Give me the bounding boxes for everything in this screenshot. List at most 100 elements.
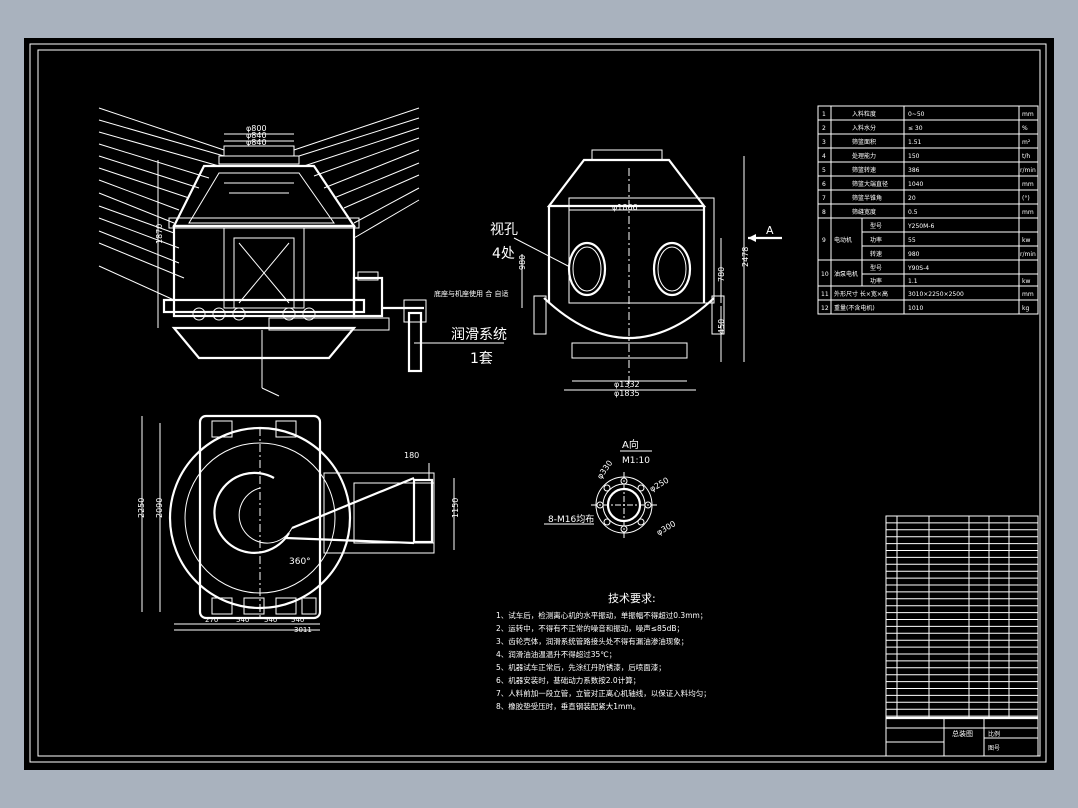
param-name: 入料水分: [852, 124, 876, 132]
view-hole-label: 视孔: [490, 222, 518, 238]
side-arrow-label: A: [766, 224, 774, 237]
side-view: [513, 149, 782, 391]
top-dim-ang: 360°: [289, 557, 311, 567]
param-unit: %: [1022, 125, 1028, 132]
drawing-border-outer: [29, 43, 1047, 763]
param-no: 7: [822, 195, 826, 202]
view-hole-count: 4处: [492, 246, 515, 262]
title-block: [886, 716, 1038, 756]
param-no: 9: [822, 237, 826, 244]
param-sub-val: 55: [908, 237, 916, 244]
front-dim-height: 1870: [155, 224, 164, 244]
param-unit: mm: [1022, 181, 1034, 188]
param-unit: mm: [1022, 111, 1034, 118]
param-sub-unit: kw: [1022, 278, 1030, 285]
param-no: 2: [822, 125, 826, 132]
param-name: 筛篮面积: [852, 138, 876, 146]
tech-req-item-1: 1、试车后，检测离心机的水平振动，单振幅不得超过0.3mm；: [496, 610, 707, 620]
param-sub-key: 型号: [870, 222, 882, 230]
drawing-border-inner: [37, 49, 1041, 757]
param-name: 筛篮大端直径: [852, 180, 888, 188]
side-dim-d2: φ1332: [614, 380, 640, 389]
tech-req-item-4: 4、润滑油油温温升不得超过35℃；: [496, 649, 616, 659]
top-view: [141, 414, 455, 631]
front-dim-top3: φ840: [246, 138, 267, 147]
top-dim-w4: 1150: [451, 498, 460, 518]
param-no: 5: [822, 167, 826, 174]
title-block-label3: 图号: [988, 745, 1000, 752]
param-unit: m²: [1022, 139, 1031, 146]
param-val: 1010: [908, 305, 923, 312]
param-val: 1.51: [908, 139, 922, 146]
param-no: 8: [822, 209, 826, 216]
top-dim-b5: 3011: [294, 626, 312, 634]
param-sub-key: 转速: [870, 250, 882, 258]
drawing-canvas[interactable]: φ800 φ840 φ840 1870 底座与机座使用 合 自适 润滑系统 1套…: [24, 38, 1054, 770]
param-table: [817, 105, 1039, 315]
param-unit: mm: [1022, 209, 1034, 216]
param-sub-key: 功率: [870, 277, 882, 285]
tech-req-item-7: 7、人料前加一段立管，立管对正离心机轴线，以保证入料均匀；: [496, 688, 711, 698]
param-no: 11: [821, 291, 829, 298]
top-dim-w3: 180: [404, 451, 419, 460]
param-unit: t/h: [1022, 153, 1030, 160]
param-val: 386: [908, 167, 920, 174]
param-sub-key: 功率: [870, 236, 882, 244]
detail-a-view: [544, 450, 657, 538]
detail-a-dim-d3: φ300: [655, 519, 677, 537]
side-dim-h2: 780: [717, 267, 726, 282]
param-unit: kg: [1022, 305, 1029, 312]
param-val: 0.5: [908, 209, 918, 216]
detail-a-bolts: 8-M16均布: [548, 513, 594, 525]
top-dim-b4: 540: [291, 616, 304, 624]
param-no: 12: [821, 305, 829, 312]
param-name: 筛篮半锥角: [852, 194, 882, 202]
param-name: 筛篮转速: [852, 166, 876, 174]
side-dim-h1: 2478: [741, 247, 750, 267]
param-sub-key: 型号: [870, 264, 882, 272]
cad-drawing-viewport[interactable]: φ800 φ840 φ840 1870 底座与机座使用 合 自适 润滑系统 1套…: [24, 38, 1054, 770]
param-sub-val: Y250M-6: [907, 223, 934, 230]
tech-req-item-8: 8、橡胶垫受压时，垂直钢装配紧大1mm。: [496, 701, 640, 711]
parts-list: [885, 515, 1039, 757]
param-unit: (°): [1022, 195, 1030, 202]
side-dim-d1: φ1866: [612, 203, 638, 212]
param-unit: mm: [1022, 291, 1034, 298]
param-val: 3010×2250×2500: [908, 291, 964, 298]
param-unit: r/min: [1020, 167, 1036, 174]
tech-req-item-5: 5、机器试车正常后，先涂红丹防锈漆，后喷面漆；: [496, 662, 666, 672]
side-dim-h3: 980: [518, 255, 527, 270]
tech-req-title: 技术要求:: [608, 592, 656, 605]
param-no: 3: [822, 139, 826, 146]
detail-a-scale: M1:10: [622, 456, 650, 466]
param-name: 外形尺寸 长×宽×高: [834, 290, 888, 298]
param-name: 处理能力: [852, 152, 876, 160]
tech-req-item-2: 2、运转中，不得有不正常的噪音和振动，噪声≤85dB；: [496, 623, 684, 633]
param-sub-unit: kw: [1022, 237, 1030, 244]
top-dim-b1: 270: [205, 616, 218, 624]
param-name: 油泵电机: [834, 270, 858, 278]
param-name: 重量(不含电机): [834, 304, 875, 312]
param-val: 1040: [908, 181, 923, 188]
param-no: 10: [821, 271, 829, 278]
detail-a-title: A向: [622, 438, 639, 451]
detail-a-dim-d1: φ330: [595, 459, 614, 481]
lube-system-qty: 1套: [470, 351, 493, 367]
param-sub-val: 980: [908, 251, 920, 258]
lube-system-label: 润滑系统: [451, 326, 507, 343]
side-dim-d3: φ1835: [614, 389, 640, 398]
param-name: 电动机: [834, 236, 852, 244]
param-no: 1: [822, 111, 826, 118]
top-dim-w1: 2250: [137, 498, 146, 518]
title-block-label2: 比例: [988, 730, 1000, 738]
front-view: [98, 107, 504, 397]
tech-req-item-3: 3、齿轮壳体，润滑系统管路接头处不得有漏油渗油现象；: [496, 636, 688, 646]
side-dim-h4: 450: [717, 319, 726, 334]
param-sub-val: 1.1: [908, 278, 918, 285]
param-val: ≤ 30: [908, 125, 923, 132]
param-val: 150: [908, 153, 920, 160]
top-dim-b3: 540: [264, 616, 277, 624]
param-val: 20: [908, 195, 916, 202]
param-sub-unit: r/min: [1020, 251, 1036, 258]
param-name: 入料粒度: [852, 110, 876, 118]
